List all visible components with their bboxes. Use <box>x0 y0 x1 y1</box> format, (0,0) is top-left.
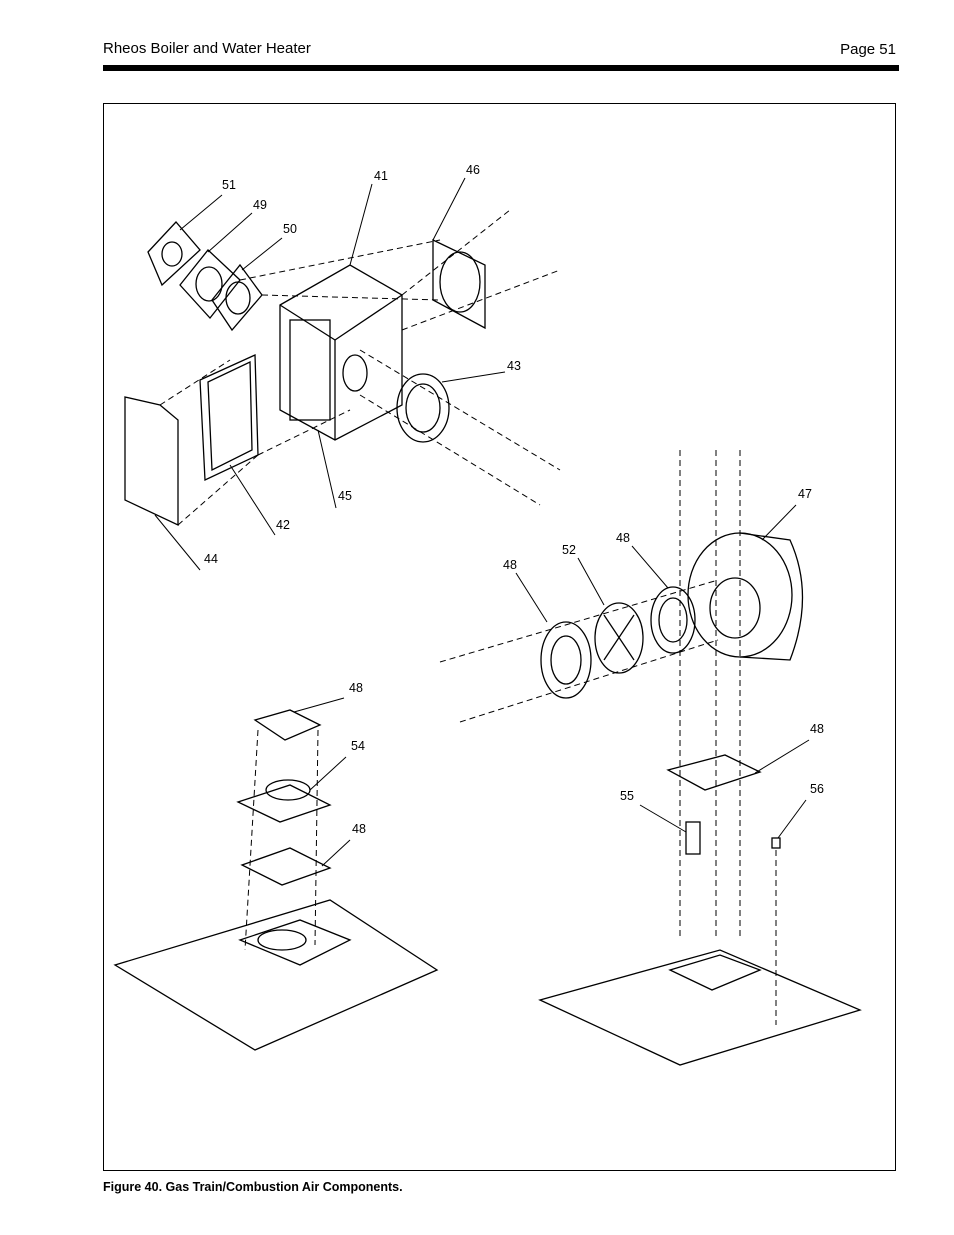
callout-48-lower-left: 48 <box>352 822 366 836</box>
callout-52: 52 <box>562 543 576 557</box>
gasket-48a-illustration <box>540 621 592 699</box>
blower-47-illustration <box>687 532 804 661</box>
base-pan-right-illustration <box>538 949 862 1066</box>
gasket-48b-illustration <box>650 586 696 654</box>
callout-51: 51 <box>222 178 236 192</box>
document-header-title: Rheos Boiler and Water Heater <box>103 40 311 57</box>
callout-46: 46 <box>466 163 480 177</box>
callout-47: 47 <box>798 487 812 501</box>
callout-48-top-left: 48 <box>349 681 363 695</box>
callout-43: 43 <box>507 359 521 373</box>
flange-46-illustration <box>432 238 486 330</box>
air-box-41-illustration <box>279 264 403 441</box>
callout-45: 45 <box>338 489 352 503</box>
gasket-48e-illustration <box>666 754 762 791</box>
gasket-51-illustration <box>147 221 201 287</box>
gasket-43-illustration <box>396 373 450 443</box>
callout-50: 50 <box>283 222 297 236</box>
plug-56-illustration <box>771 837 781 849</box>
figure-frame <box>103 103 896 1171</box>
valve-55-illustration <box>685 821 701 855</box>
callout-48-blower-gasket: 48 <box>616 531 630 545</box>
callout-56: 56 <box>810 782 824 796</box>
callout-48-right: 48 <box>810 722 824 736</box>
callout-41: 41 <box>374 169 388 183</box>
gasket-48c-illustration <box>253 709 322 741</box>
callout-48-outer-gasket: 48 <box>503 558 517 572</box>
callout-54: 54 <box>351 739 365 753</box>
header-rule <box>103 65 899 71</box>
cover-44-illustration <box>124 396 179 527</box>
callout-42: 42 <box>276 518 290 532</box>
callout-49: 49 <box>253 198 267 212</box>
flange-54-illustration <box>236 784 332 823</box>
callout-44: 44 <box>204 552 218 566</box>
callout-55: 55 <box>620 789 634 803</box>
gasket-48d-illustration <box>240 847 332 886</box>
figure-caption: Figure 40. Gas Train/Combustion Air Comp… <box>103 1180 403 1194</box>
page-number: Page 51 <box>840 41 896 58</box>
gasket-52-illustration <box>594 602 644 674</box>
base-pan-left-illustration <box>113 899 439 1051</box>
